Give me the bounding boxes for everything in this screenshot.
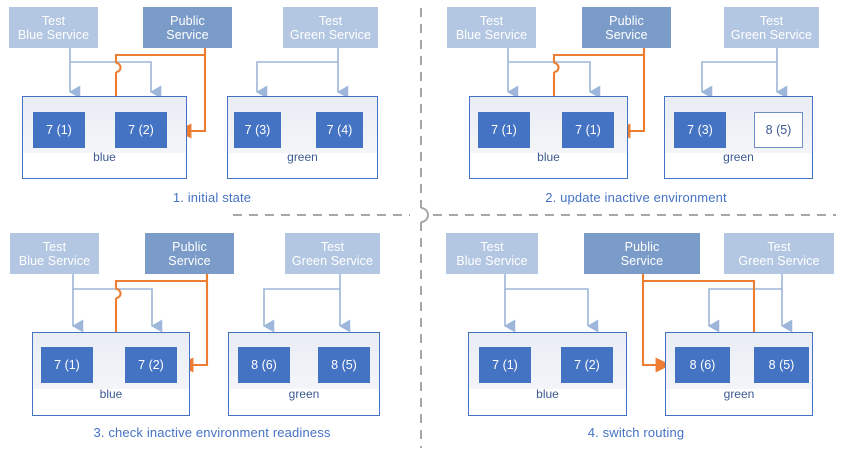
panel-2: Test Blue Service Public Service Test Gr… — [424, 0, 848, 228]
pod-label: 7 (2) — [138, 358, 164, 372]
pod-label: 8 (5) — [768, 358, 795, 372]
pod-green-2[interactable]: 8 (5) — [318, 347, 370, 383]
pod-green-2[interactable]: 7 (4) — [316, 112, 363, 148]
service-public[interactable]: Public Service — [582, 7, 671, 48]
panel-1-caption: 1. initial state — [172, 190, 252, 205]
svc-line2: Blue Service — [17, 27, 90, 42]
pod-label: 7 (1) — [54, 358, 80, 372]
pod-green-1[interactable]: 7 (3) — [674, 112, 726, 148]
pod-blue-1[interactable]: 7 (1) — [479, 347, 531, 383]
pod-label: 7 (4) — [326, 123, 353, 137]
svc-line2: Service — [166, 27, 209, 42]
service-test-green[interactable]: Test Green Service — [724, 7, 819, 48]
pod-green-1[interactable]: 8 (6) — [675, 347, 730, 383]
service-public[interactable]: Public Service — [145, 233, 234, 274]
svc-line2: Service — [605, 27, 648, 42]
svc-line2: Service — [168, 253, 211, 268]
env-blue-label: blue — [537, 150, 560, 164]
panel-3-caption: 3. check inactive environment readiness — [93, 425, 331, 440]
panel-4-caption: 4. switch routing — [587, 425, 685, 440]
pod-blue-1[interactable]: 7 (1) — [41, 347, 93, 383]
env-blue-label: blue — [99, 387, 123, 401]
service-test-green[interactable]: Test Green Service — [724, 233, 834, 274]
env-blue-label: blue — [93, 150, 116, 164]
pod-blue-2[interactable]: 7 (2) — [115, 112, 167, 148]
svc-line2: Blue Service — [456, 253, 528, 268]
svc-line1: Test — [318, 13, 343, 28]
pod-label: 7 (2) — [128, 123, 154, 137]
svc-line1: Test — [767, 239, 791, 254]
pod-label: 7 (1) — [46, 123, 72, 137]
svc-line1: Test — [320, 239, 345, 254]
env-green-label: green — [723, 387, 755, 401]
svc-line1: Public — [172, 239, 207, 254]
svc-line2: Blue Service — [18, 253, 91, 268]
pod-green-1[interactable]: 7 (3) — [234, 112, 281, 148]
pod-label: 8 (5) — [331, 358, 357, 372]
pod-blue-2[interactable]: 7 (2) — [561, 347, 613, 383]
svc-line1: Test — [759, 13, 784, 28]
service-test-blue[interactable]: Test Blue Service — [446, 233, 538, 274]
pod-label: 8 (6) — [689, 358, 716, 372]
pod-label: 7 (2) — [574, 358, 600, 372]
pod-label: 7 (1) — [575, 123, 601, 137]
pod-label: 7 (3) — [687, 123, 713, 137]
service-test-blue[interactable]: Test Blue Service — [447, 7, 536, 48]
svc-line2: Green Service — [289, 27, 372, 42]
svc-line2: Green Service — [738, 253, 820, 268]
env-green-label: green — [287, 150, 318, 164]
panel-3: Test Blue Service Public Service Test Gr… — [0, 228, 424, 456]
svc-line2: Green Service — [730, 27, 813, 42]
panel-2-caption: 2. update inactive environment — [545, 190, 727, 205]
pod-green-2[interactable]: 8 (5) — [754, 347, 809, 383]
svc-line1: Public — [170, 13, 205, 28]
service-test-blue[interactable]: Test Blue Service — [9, 7, 98, 48]
panel-4: Test Blue Service Public Service Test Gr… — [424, 228, 848, 456]
pod-blue-2[interactable]: 7 (2) — [125, 347, 177, 383]
svc-line1: Test — [41, 13, 66, 28]
svc-line2: Service — [620, 253, 664, 268]
pod-label: 7 (3) — [244, 123, 271, 137]
svc-line1: Test — [480, 239, 504, 254]
env-green-label: green — [723, 150, 754, 164]
env-blue-label: blue — [536, 387, 559, 401]
pod-blue-2[interactable]: 7 (1) — [562, 112, 614, 148]
svc-line1: Test — [42, 239, 67, 254]
svc-line1: Public — [624, 239, 660, 254]
pod-label: 8 (5) — [765, 123, 792, 137]
pod-label: 7 (1) — [492, 358, 518, 372]
pod-label: 8 (6) — [251, 358, 277, 372]
svc-line1: Test — [479, 13, 504, 28]
svc-line1: Public — [609, 13, 644, 28]
service-test-blue[interactable]: Test Blue Service — [10, 233, 99, 274]
pod-green-1[interactable]: 8 (6) — [238, 347, 290, 383]
pod-blue-1[interactable]: 7 (1) — [478, 112, 530, 148]
service-test-green[interactable]: Test Green Service — [285, 233, 380, 274]
pod-blue-1[interactable]: 7 (1) — [33, 112, 85, 148]
service-public[interactable]: Public Service — [584, 233, 700, 274]
panel-1: Test Blue Service Public Service Test Gr… — [0, 0, 424, 228]
svc-line2: Green Service — [291, 253, 374, 268]
service-test-green[interactable]: Test Green Service — [283, 7, 378, 48]
env-green-label: green — [288, 387, 320, 401]
pod-label: 7 (1) — [491, 123, 517, 137]
service-public[interactable]: Public Service — [143, 7, 232, 48]
svc-line2: Blue Service — [455, 27, 528, 42]
pod-green-2[interactable]: 8 (5) — [754, 112, 803, 148]
